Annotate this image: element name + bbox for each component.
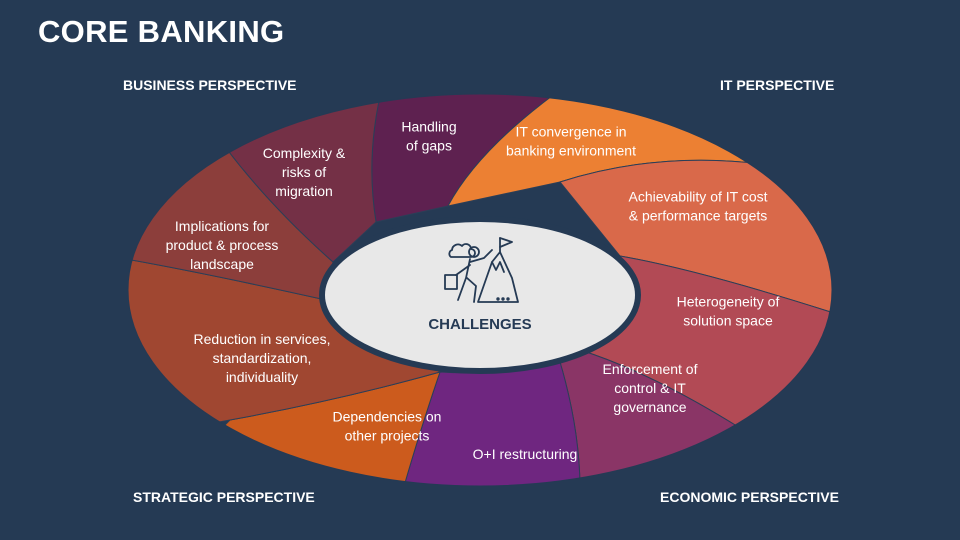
segment-label-line: Implications for [175,218,269,234]
segment-label-line: IT convergence in [515,124,626,140]
it-perspective-label: IT PERSPECTIVE [720,77,835,93]
economic-perspective-label: ECONOMIC PERSPECTIVE [660,489,839,505]
segment-label-line: standardization, [213,350,312,366]
segment-label-line: control & IT [614,380,686,396]
segment-label-line: migration [275,183,333,199]
segment-label-line: governance [613,399,686,415]
segment-label-dependencies: Dependencies on other projects [333,409,442,444]
segment-label-line: Handling [401,119,456,135]
segment-label-line: individuality [226,369,298,385]
segment-label-implications: Implications for product & process landsca… [166,218,279,272]
segment-label-heterogeneity: Heterogeneity of solution space [677,294,780,329]
segment-label-handling-of-gaps: Handling of gaps [401,119,456,154]
segment-label-line: risks of [282,164,326,180]
segment-label-line: Achievability of IT cost [628,189,767,205]
segment-label-line: & performance targets [629,208,768,224]
segment-label-line: solution space [683,313,773,329]
segment-label-line: Complexity & [263,145,346,161]
segment-label-it-cost-targets: Achievability of IT cost & performance ta… [628,189,767,224]
segment-label-line: landscape [190,256,254,272]
segment-label-it-convergence: IT convergence in banking environment [506,124,636,159]
segment-complexity [225,95,381,263]
segment-label-line: Heterogeneity of [677,294,780,310]
business-perspective-label: BUSINESS PERSPECTIVE [123,77,297,93]
climber-mountain-flag-icon [444,237,519,303]
segment-label-complexity: Complexity & risks of migration [263,145,346,199]
segment-label-oi-restructuring: O+I restructuring [473,446,578,462]
segment-label-line: Enforcement of [603,361,698,377]
segment-label-line: O+I restructuring [473,446,578,462]
segment-label-line: banking environment [506,143,636,159]
center-label: CHALLENGES [428,316,531,333]
segment-labels: Handling of gaps IT convergence in banking … [166,119,780,463]
page-title: CORE BANKING [38,14,285,49]
segment-label-line: other projects [345,428,430,444]
segment-label-line: Reduction in services, [194,331,331,347]
segment-label-line: of gaps [406,138,452,154]
segment-label-line: product & process [166,237,279,253]
strategic-perspective-label: STRATEGIC PERSPECTIVE [133,489,315,505]
segment-label-reduction: Reduction in services, standardization, in… [194,331,331,385]
segment-label-line: Dependencies on [333,409,442,425]
outer-ring-border [127,93,833,487]
segment-label-enforcement: Enforcement of control & IT governance [603,361,698,415]
